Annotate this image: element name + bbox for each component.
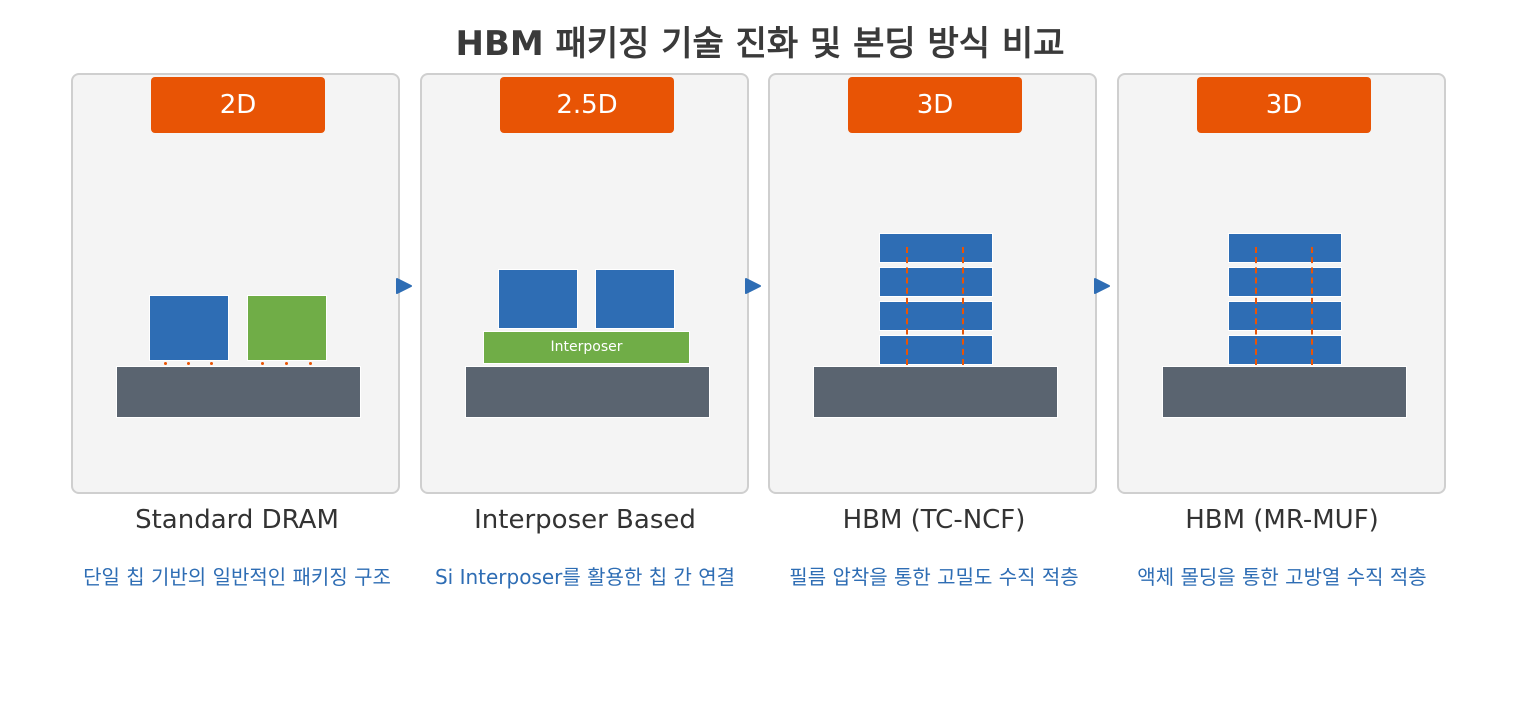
dram-die	[879, 233, 993, 263]
arrow-right-icon	[1094, 278, 1110, 294]
panel-3d-tc-ncf: 3D	[768, 73, 1097, 494]
dram-die	[879, 267, 993, 297]
dram-die	[1228, 233, 1342, 263]
substrate	[1162, 366, 1407, 418]
dram-die	[879, 335, 993, 365]
dimension-badge: 3D	[1197, 77, 1371, 133]
panel-description: 필름 압착을 통한 고밀도 수직 적층	[789, 565, 1079, 589]
substrate	[465, 366, 710, 418]
arrow-right-icon	[396, 278, 412, 294]
dimension-badge: 2D	[151, 77, 325, 133]
tsv-line	[1255, 247, 1257, 365]
panel-name: HBM (TC-NCF)	[842, 505, 1026, 535]
arrow-right-icon	[745, 278, 761, 294]
substrate	[116, 366, 361, 418]
dimension-badge: 3D	[848, 77, 1022, 133]
dram-die	[1228, 301, 1342, 331]
dram-die	[1228, 267, 1342, 297]
bump	[261, 362, 264, 365]
bump	[164, 362, 167, 365]
bump	[210, 362, 213, 365]
dram-die	[1228, 335, 1342, 365]
panel-name: Interposer Based	[474, 505, 696, 535]
panel-3d-mr-muf: 3D	[1117, 73, 1446, 494]
page-title: HBM 패키징 기술 진화 및 본딩 방식 비교	[455, 24, 1065, 64]
panel-name: Standard DRAM	[135, 505, 339, 535]
panel-name: HBM (MR-MUF)	[1185, 505, 1379, 535]
panel-description: 액체 몰딩을 통한 고방열 수직 적층	[1137, 565, 1427, 589]
panel-description: Si Interposer를 활용한 칩 간 연결	[434, 565, 736, 589]
tsv-line	[1311, 247, 1313, 365]
memory-chip	[149, 295, 229, 361]
bump	[309, 362, 312, 365]
panel-2d: 2D	[71, 73, 400, 494]
panel-description: 단일 칩 기반의 일반적인 패키징 구조	[83, 565, 391, 589]
panel-2-5d: 2.5D Interposer	[420, 73, 749, 494]
substrate	[813, 366, 1058, 418]
dram-die	[879, 301, 993, 331]
logic-chip	[247, 295, 327, 361]
tsv-line	[906, 247, 908, 365]
bump	[187, 362, 190, 365]
tsv-line	[962, 247, 964, 365]
memory-chip	[595, 269, 675, 329]
dimension-badge: 2.5D	[500, 77, 674, 133]
bump	[285, 362, 288, 365]
interposer: Interposer	[483, 331, 690, 364]
memory-chip	[498, 269, 578, 329]
